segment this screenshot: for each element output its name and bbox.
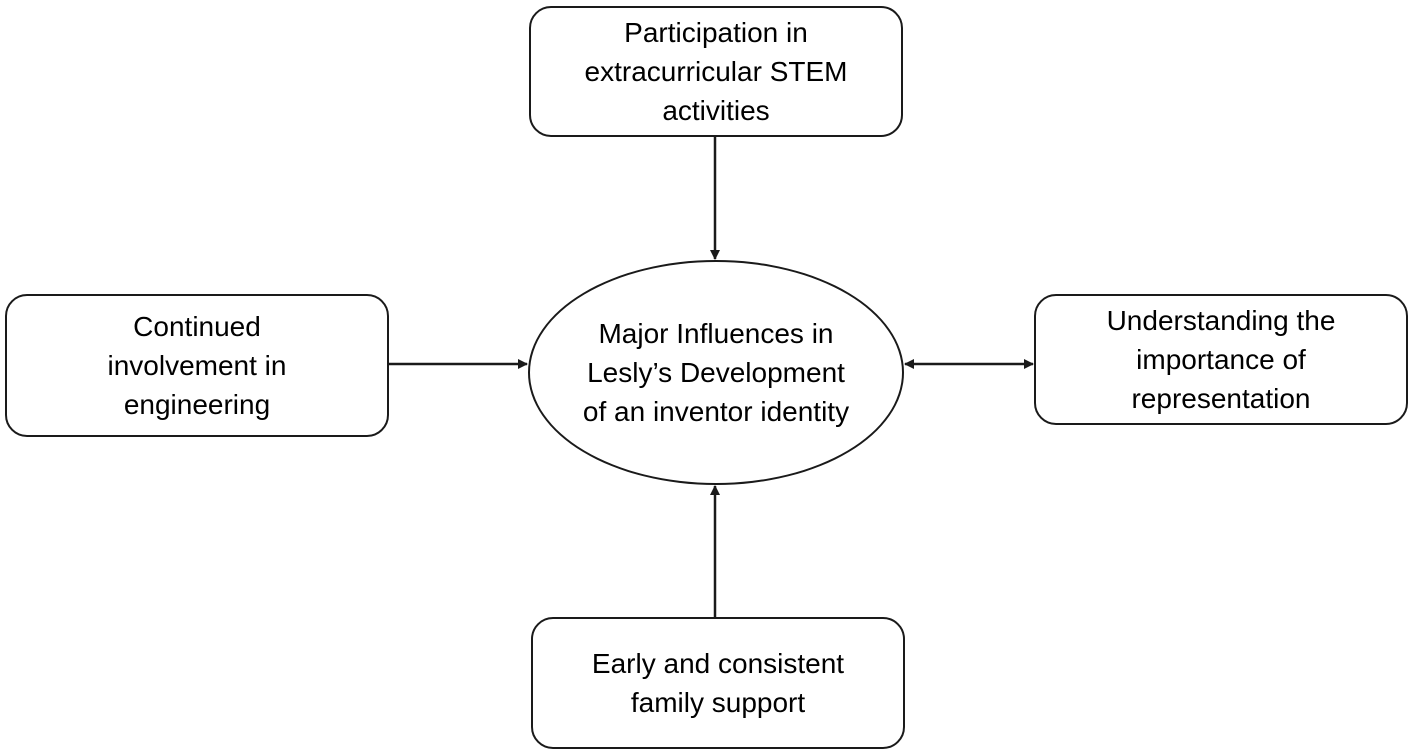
top-node-line-1: Participation in [624, 17, 808, 48]
right-node-line-1: Understanding the [1106, 305, 1336, 336]
center-node-line-2: Lesly’s Development [587, 357, 845, 388]
left-node-line-1: Continued [133, 311, 261, 342]
center-node-line-3: of an inventor identity [582, 396, 850, 427]
center-node-line-1: Major Influences in [598, 318, 834, 349]
left-node-line-2: involvement in [107, 350, 287, 381]
left-node-continued-involvement: Continued involvement in engineering [5, 294, 389, 437]
right-node-representation: Understanding the importance of represen… [1034, 294, 1408, 425]
right-node-line-3: representation [1131, 383, 1311, 414]
top-node-line-2: extracurricular STEM [584, 56, 848, 87]
top-node-participation: Participation in extracurricular STEM ac… [529, 6, 903, 137]
bottom-node-line-2: family support [630, 687, 806, 718]
bottom-node-family-support: Early and consistent family support [531, 617, 905, 749]
left-node-line-3: engineering [123, 389, 271, 420]
center-node-major-influences: Major Influences in Lesly’s Development … [528, 260, 904, 485]
bottom-node-line-1: Early and consistent [591, 648, 845, 679]
top-node-line-3: activities [662, 95, 770, 126]
right-node-line-2: importance of [1136, 344, 1306, 375]
